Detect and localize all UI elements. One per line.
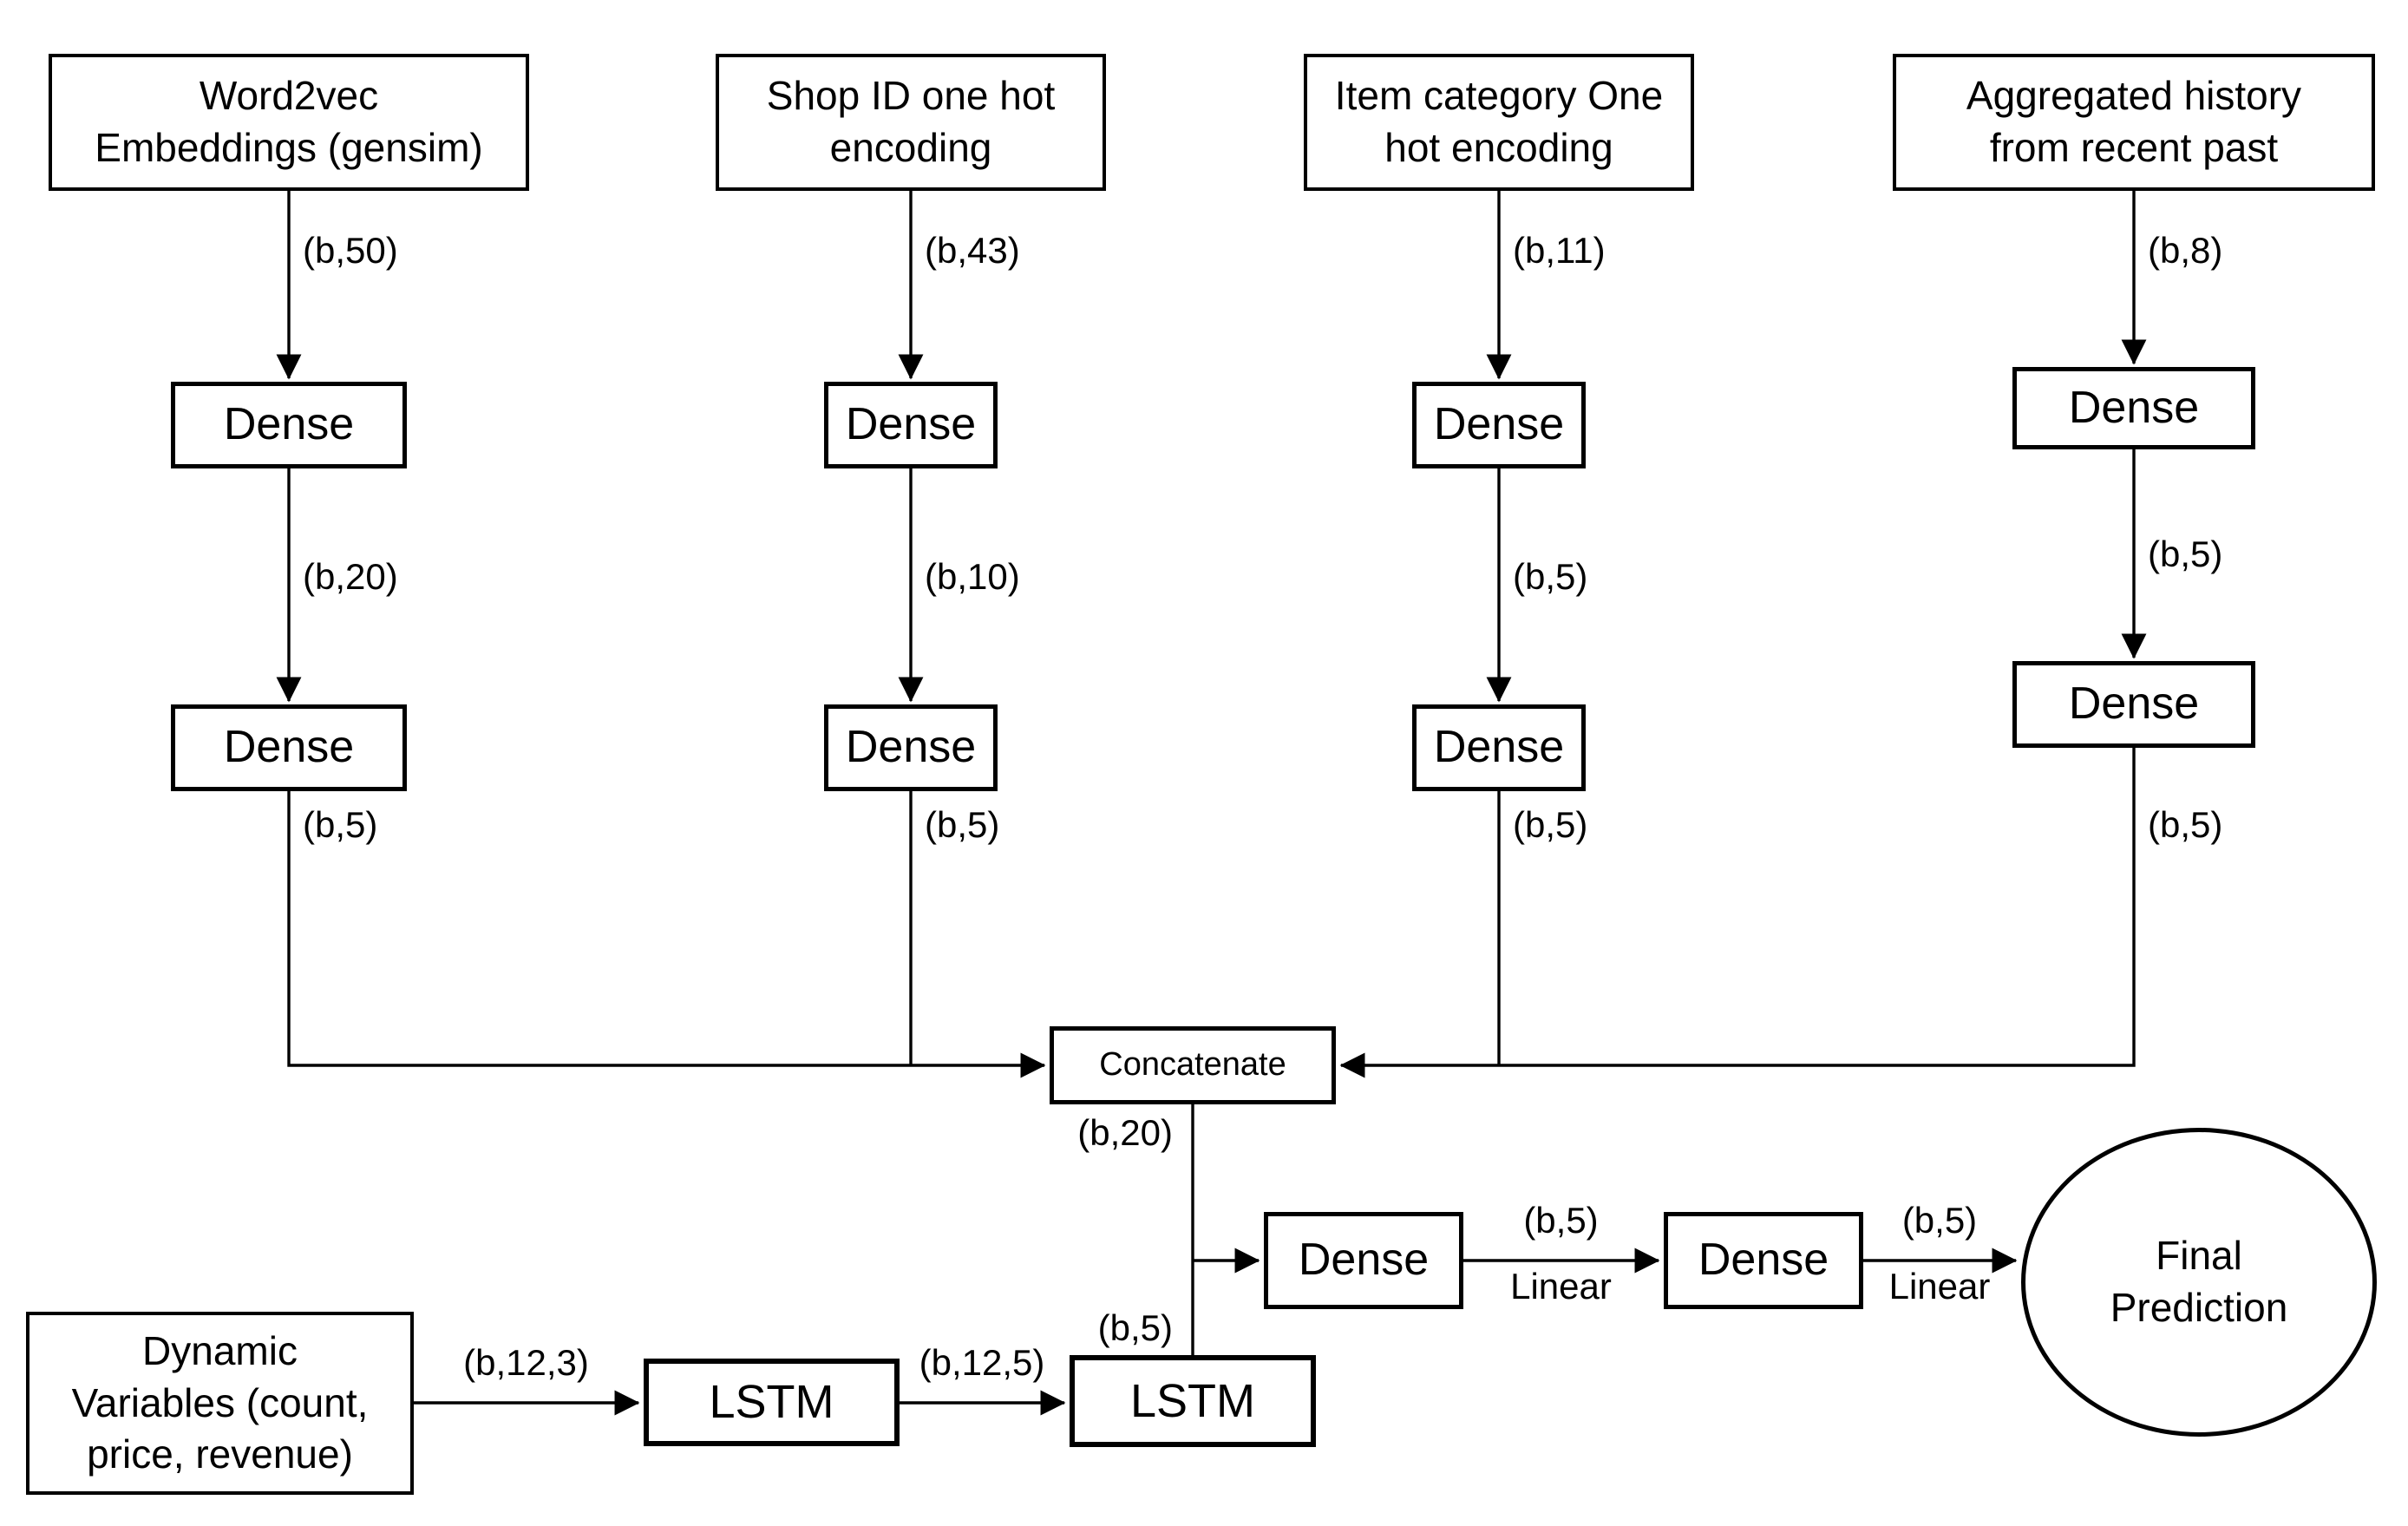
input-box-dynamic-variables: Dynamic Variables (count, price, revenue… xyxy=(26,1312,414,1495)
dim-label-lstm-output: (b,5) xyxy=(1097,1307,1173,1348)
dim-label-out-col3: (b,5) xyxy=(1513,804,1588,845)
dim-label-input-col4: (b,8) xyxy=(2148,230,2223,271)
activation-label-head-1: Linear xyxy=(1510,1266,1612,1307)
dim-label-mid-col4: (b,5) xyxy=(2148,534,2223,574)
dense-box-col3-row2: Dense xyxy=(1412,704,1586,791)
dim-label-mid-col2: (b,10) xyxy=(925,556,1020,597)
dim-label-input-col3: (b,11) xyxy=(1513,230,1606,271)
dim-label-input-col2: (b,43) xyxy=(925,230,1020,271)
dim-label-mid-col1: (b,20) xyxy=(303,556,398,597)
dense-box-col2-row1: Dense xyxy=(824,382,998,468)
final-prediction-node: Final Prediction xyxy=(2021,1128,2377,1437)
dense-box-col1-row2: Dense xyxy=(171,704,407,791)
connector-merge-right xyxy=(1339,748,2136,1078)
dense-box-col2-row2: Dense xyxy=(824,704,998,791)
dense-box-col1-row1: Dense xyxy=(171,382,407,468)
head-dense-box-1: Dense xyxy=(1264,1212,1463,1309)
input-box-word2vec: Word2vec Embeddings (gensim) xyxy=(49,54,529,191)
dim-label-head-2: (b,5) xyxy=(1901,1200,1978,1241)
dense-box-col4-row1: Dense xyxy=(2012,367,2255,449)
dim-label-out-col2: (b,5) xyxy=(925,804,1000,845)
input-box-aggregated-history: Aggregated history from recent past xyxy=(1893,54,2375,191)
connector-merge-left xyxy=(287,791,1046,1078)
dense-box-col4-row2: Dense xyxy=(2012,661,2255,748)
lstm-box-2: LSTM xyxy=(1070,1355,1316,1447)
activation-label-head-2: Linear xyxy=(1888,1266,1991,1307)
input-box-shop-id: Shop ID one hot encoding xyxy=(716,54,1106,191)
dim-label-out-col1: (b,5) xyxy=(303,804,378,845)
lstm-box-1: LSTM xyxy=(644,1359,900,1446)
dim-label-lstm1: (b,12,5) xyxy=(919,1342,1045,1383)
dim-label-input-col1: (b,50) xyxy=(303,230,398,271)
dim-label-out-col4: (b,5) xyxy=(2148,804,2223,845)
input-box-item-category: Item category One hot encoding xyxy=(1304,54,1694,191)
dim-label-head-1: (b,5) xyxy=(1523,1200,1599,1241)
dim-label-concat-output: (b,20) xyxy=(1077,1112,1173,1153)
concatenate-box: Concatenate xyxy=(1050,1026,1336,1104)
dense-box-col3-row1: Dense xyxy=(1412,382,1586,468)
dim-label-mid-col3: (b,5) xyxy=(1513,556,1588,597)
dim-label-dynvars: (b,12,3) xyxy=(463,1342,589,1383)
head-dense-box-2: Dense xyxy=(1664,1212,1863,1309)
